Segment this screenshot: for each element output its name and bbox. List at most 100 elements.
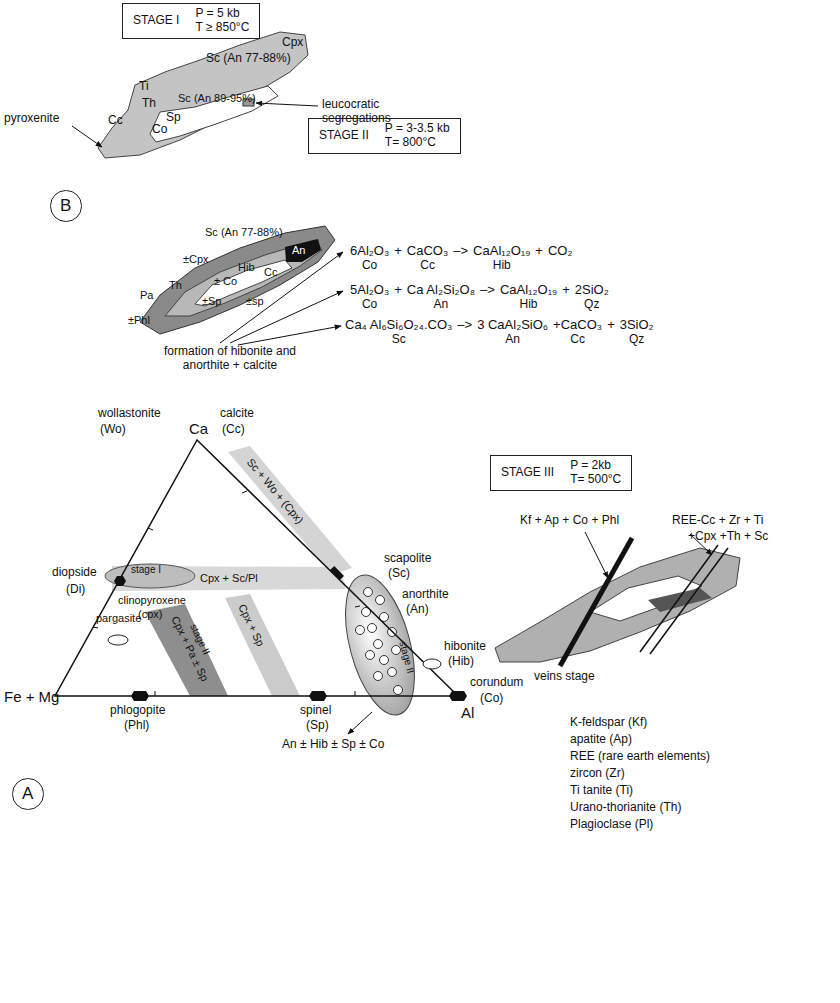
mineral-label: Kf + Ap + Co + Phl: [520, 514, 619, 528]
illustration-shape: [356, 626, 365, 635]
illustration-shape: [148, 528, 153, 530]
reaction-term: 2SiO₂Qz: [575, 283, 609, 312]
illustration-shape: [366, 651, 375, 660]
mineral-label: Th: [169, 279, 182, 292]
mineral-label: Ti: [139, 80, 149, 94]
chemical-formula: 3 CaAl₂SiO₆: [477, 318, 548, 333]
illustration-shape: [650, 548, 728, 654]
mineral-label: Sc (An 77-88%): [206, 52, 291, 66]
illustration-shape: [131, 691, 149, 701]
reaction-term: Ca Al₂Si₂O₈An: [407, 283, 475, 312]
mineral-label: pargasite: [96, 612, 141, 625]
illustration-shape: [285, 239, 321, 262]
illustration-shape: [230, 291, 343, 343]
reaction-equation: 6Al₂O₃Co+CaCO₃Cc–>CaAl₁₂O₁₉Hib+CO₂: [350, 244, 573, 273]
mineral-label: wollastonite: [98, 407, 161, 421]
mineral-label: anorthite: [402, 588, 449, 602]
chemical-formula: 5Al₂O₃: [350, 283, 389, 298]
chemical-formula: Ca₄ Al₆Si₆O₂₄.CO₃: [345, 318, 452, 333]
mineral-label: Fe + Mg: [4, 688, 59, 705]
chemical-formula: –>: [457, 318, 472, 333]
mineral-label: (Di): [66, 583, 85, 597]
panel-letter-circle: B: [50, 190, 82, 222]
mineral-label: +Cpx +Th + Sc: [688, 530, 768, 544]
mineral-abbreviation: Qz: [629, 333, 644, 347]
stage-title: STAGE III: [501, 466, 554, 480]
reaction-term: CaCO₃Cc: [407, 244, 448, 273]
reaction-term: –>: [457, 318, 472, 333]
mineral-label: (Wo): [100, 423, 126, 437]
reaction-term: +: [394, 283, 402, 298]
mineral-label: ±sp: [246, 295, 264, 308]
stage-box: STAGE IP = 5 kbT ≥ 850°C: [122, 3, 260, 39]
illustration-shape: [55, 440, 458, 696]
mineral-abbreviation: Sc: [392, 333, 406, 347]
mineral-label: spinel: [300, 704, 331, 718]
illustration-shape: [256, 103, 318, 106]
chemical-formula: CaAl₁₂O₁₉: [473, 244, 530, 259]
reaction-term: 6Al₂O₃Co: [350, 244, 389, 273]
illustration-shape: [93, 627, 98, 628]
illustration-shape: [394, 686, 403, 695]
mineral-abbreviation: Co: [362, 259, 377, 273]
mineral-label: REE (rare earth elements): [570, 750, 710, 764]
mineral-label: diopside: [52, 566, 97, 580]
reaction-term: –>: [453, 244, 468, 259]
mineral-abbreviation: Hib: [520, 298, 538, 312]
mineral-abbreviation: Cc: [570, 333, 585, 347]
chemical-formula: +: [562, 283, 570, 298]
stage-conditions: T= 800°C: [385, 136, 450, 150]
illustration-shape: [449, 691, 467, 701]
illustration-shape: [355, 691, 356, 696]
illustration-shape: [225, 594, 300, 696]
reaction-term: 5Al₂O₃Co: [350, 283, 389, 312]
mineral-label: scapolite: [384, 552, 431, 566]
illustration-shape: [330, 566, 344, 580]
mineral-abbreviation: An: [434, 298, 449, 312]
chemical-formula: –>: [453, 244, 468, 259]
illustration-shape: [309, 691, 327, 701]
chemical-formula: 6Al₂O₃: [350, 244, 389, 259]
mineral-label: formation of hibonite and anorthite + ca…: [150, 345, 310, 373]
mineral-label: corundum: [470, 676, 523, 690]
mineral-label: Pa: [140, 289, 153, 302]
mineral-label: Al: [461, 704, 474, 721]
illustration-shape: [364, 588, 373, 597]
chemical-formula: +: [607, 318, 615, 333]
mineral-label: veins stage: [534, 670, 595, 684]
mineral-label: Cpx + Sc/Pl: [200, 572, 258, 585]
ternary-diagram: [55, 440, 467, 734]
mineral-abbreviation: Co: [362, 298, 377, 312]
chemical-formula: CaCO₃: [407, 244, 448, 259]
illustration-shape: [640, 545, 718, 652]
mineral-label: ± Co: [214, 275, 237, 288]
reaction-term: 3SiO₂Qz: [620, 318, 654, 347]
mineral-label: Sp: [166, 111, 181, 125]
chemical-formula: +: [394, 283, 402, 298]
illustration-shape: [423, 659, 441, 669]
stage-one-sketch: [72, 32, 318, 158]
stage-box: STAGE IIIP = 2kbT= 500°C: [490, 455, 632, 491]
mineral-label: Co: [152, 123, 167, 137]
illustration-shape: [105, 564, 195, 588]
mineral-label: Sc (An 89-95%): [178, 92, 256, 105]
stage-conditions: T ≥ 850°C: [195, 21, 249, 35]
chemical-formula: 3SiO₂: [620, 318, 654, 333]
reaction-term: Ca₄ Al₆Si₆O₂₄.CO₃Sc: [345, 318, 452, 347]
mineral-label: Cc: [264, 266, 277, 279]
illustration-shape: [356, 588, 403, 695]
mineral-label: Cpx: [282, 36, 303, 50]
chemical-formula: 2SiO₂: [575, 283, 609, 298]
mineral-label: hibonite: [444, 640, 486, 654]
chemical-formula: Ca Al₂Si₂O₈: [407, 283, 475, 298]
mineral-label: Ca: [189, 420, 208, 437]
reaction-term: 3 CaAl₂SiO₆An: [477, 318, 548, 347]
reaction-term: +: [535, 244, 543, 259]
illustration-shape: [368, 624, 377, 633]
mineral-label: Hib: [238, 261, 255, 274]
illustration-shape: [238, 326, 341, 345]
reaction-term: +: [394, 244, 402, 259]
chemical-formula: –>: [480, 283, 495, 298]
mineral-label: Urano-thorianite (Th): [570, 801, 681, 815]
illustration-shape: [150, 86, 278, 142]
